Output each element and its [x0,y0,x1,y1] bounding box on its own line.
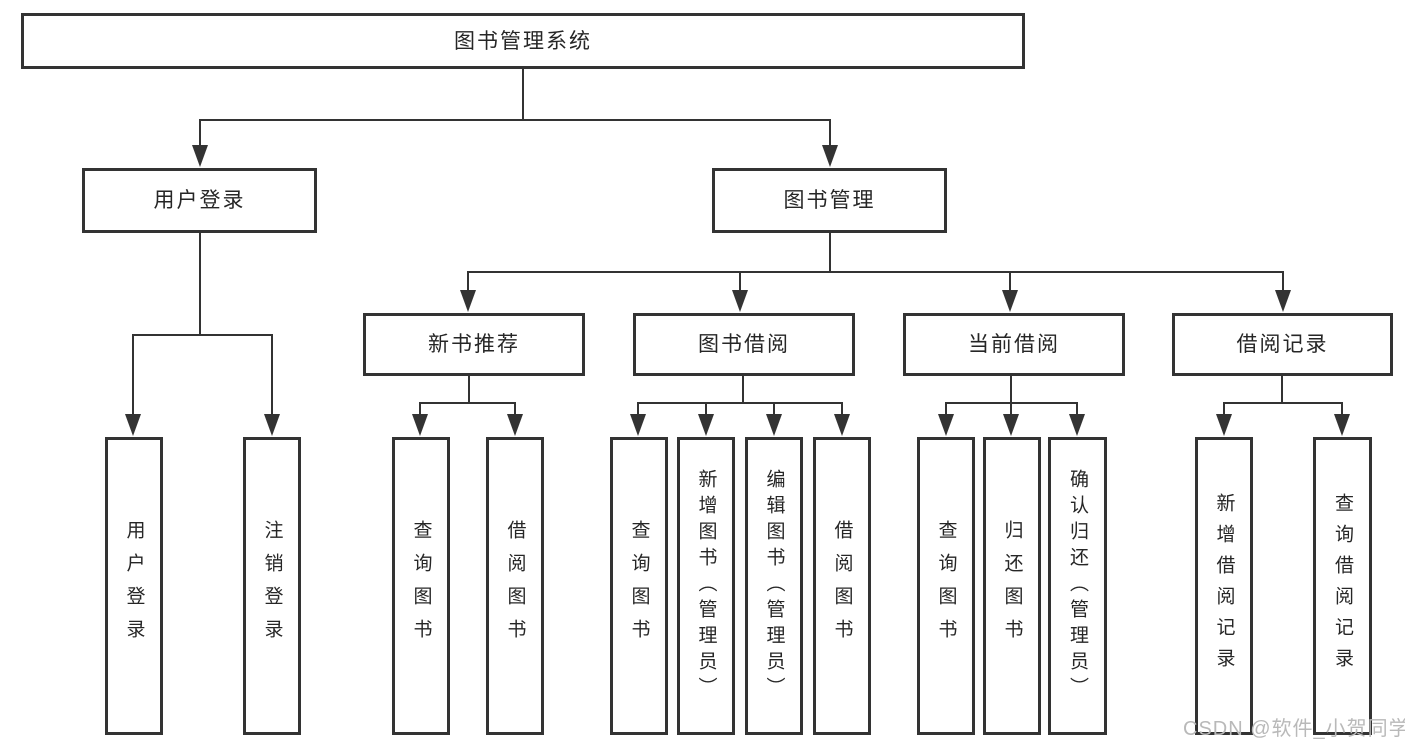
arrow-to-leaf-edit-books [766,414,782,436]
connector-level2-shaft [1282,271,1284,291]
connector-leaf-shaft [705,402,707,415]
node-label: 查询图书 [935,520,957,652]
connector-new-book-stub [468,374,470,403]
connector-borrowing-records-stub [1281,374,1283,403]
arrow-to-leaf-confirm-return [1069,414,1085,436]
connector-user-login-horizontal [132,334,273,336]
node-leaf-logout-login: 注销登录 [243,437,301,735]
connector-borrowing-records-horizontal [1223,402,1343,404]
connector-user-login-stub [199,231,201,335]
node-new-book-recommend: 新书推荐 [363,313,585,376]
connector-new-book-horizontal [419,402,516,404]
node-leaf-edit-books-admin: 编辑图书（管理员） [745,437,803,735]
node-label: 图书管理 [783,189,876,212]
node-user-login: 用户登录 [82,168,317,233]
connector-leaf-shaft [1076,402,1078,415]
arrow-to-leaf-user-login [125,414,141,436]
node-label: 注销登录 [261,520,283,652]
node-leaf-borrow-books-a: 借阅图书 [486,437,544,735]
node-label: 当前借阅 [968,333,1060,356]
connector-book-borrowing-stub [742,374,744,403]
connector-level2-shaft [739,271,741,291]
connector-leaf-shaft [1341,402,1343,415]
node-label: 新增图书（管理员） [695,469,717,703]
arrow-to-leaf-return-books [1003,414,1019,436]
node-borrowing-records: 借阅记录 [1172,313,1393,376]
arrow-to-leaf-query-books-a [412,414,428,436]
arrow-to-leaf-query-books-c [938,414,954,436]
arrow-to-leaf-query-borrow-record [1334,414,1350,436]
connector-leaf-shaft [945,402,947,415]
node-label: 图书管理系统 [454,29,592,53]
arrow-to-leaf-add-books [698,414,714,436]
connector-book-management-stub [829,231,831,272]
node-label: 借阅记录 [1236,333,1329,356]
arrow-to-leaf-query-books-b [630,414,646,436]
connector-level2-shaft [467,271,469,291]
arrow-to-leaf-borrow-books-b [834,414,850,436]
node-label: 查询图书 [628,520,650,652]
arrow-to-new-book-recommend [460,290,476,312]
node-leaf-user-login: 用户登录 [105,437,163,735]
node-current-borrowing: 当前借阅 [903,313,1125,376]
node-label: 借阅图书 [504,520,526,652]
node-label: 新书推荐 [428,333,520,356]
connector-leaf-shaft [132,334,134,415]
node-label: 图书借阅 [698,333,790,356]
node-leaf-return-books: 归还图书 [983,437,1041,735]
node-book-borrowing: 图书借阅 [633,313,855,376]
connector-book-borrowing-horizontal [637,402,843,404]
connector-leaf-shaft [1223,402,1225,415]
connector-leaf-shaft [773,402,775,415]
connector-user-login-shaft [199,119,201,148]
connector-root-stub [522,67,524,120]
connector-leaf-shaft [271,334,273,415]
node-leaf-add-borrow-record: 新增借阅记录 [1195,437,1253,735]
node-label: 编辑图书（管理员） [763,469,785,703]
node-label: 借阅图书 [831,520,853,652]
arrow-to-user-login [192,145,208,167]
connector-leaf-shaft [637,402,639,415]
node-label: 用户登录 [153,189,246,212]
arrow-to-leaf-borrow-books-a [507,414,523,436]
node-label: 归还图书 [1001,520,1023,652]
connector-book-management-shaft [829,119,831,148]
node-leaf-query-borrow-record: 查询借阅记录 [1313,437,1372,735]
connector-leaf-shaft [419,402,421,415]
node-label: 查询图书 [410,520,432,652]
connector-current-borrowing-stub [1010,374,1012,403]
arrow-to-leaf-logout-login [264,414,280,436]
arrow-to-book-borrowing [732,290,748,312]
node-leaf-query-books-a: 查询图书 [392,437,450,735]
connector-level2-shaft [1009,271,1011,291]
node-book-management: 图书管理 [712,168,947,233]
arrow-to-leaf-add-borrow-record [1216,414,1232,436]
connector-level1-horizontal [199,119,831,121]
node-label: 查询借阅记录 [1332,493,1353,679]
node-label: 用户登录 [123,520,145,652]
connector-level2-horizontal [467,271,1284,273]
node-book-management-system: 图书管理系统 [21,13,1025,69]
connector-leaf-shaft [841,402,843,415]
node-leaf-borrow-books-b: 借阅图书 [813,437,871,735]
arrow-to-book-management [822,145,838,167]
node-leaf-query-books-c: 查询图书 [917,437,975,735]
connector-leaf-shaft [1010,402,1012,415]
arrow-to-borrowing-records [1275,290,1291,312]
arrow-to-current-borrowing [1002,290,1018,312]
node-label: 新增借阅记录 [1213,493,1235,679]
node-label: 确认归还（管理员） [1067,469,1088,703]
node-leaf-query-books-b: 查询图书 [610,437,668,735]
node-leaf-add-books-admin: 新增图书（管理员） [677,437,735,735]
csdn-watermark: CSDN @软件_小贺同学 [1183,718,1405,740]
connector-leaf-shaft [514,402,516,415]
node-leaf-confirm-return-admin: 确认归还（管理员） [1048,437,1107,735]
